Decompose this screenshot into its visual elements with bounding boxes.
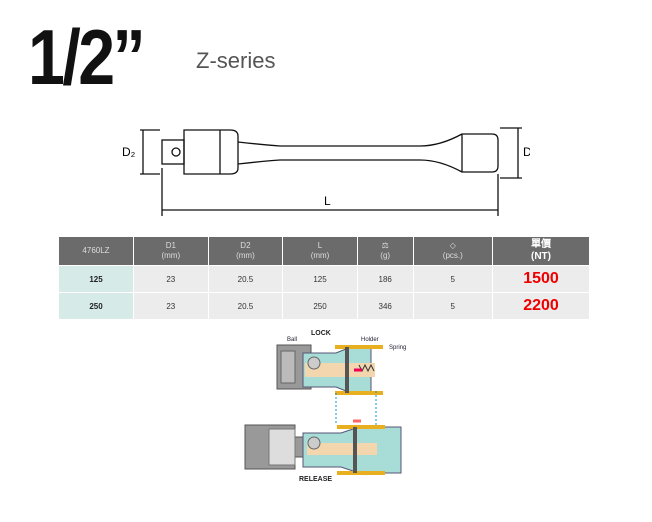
- length-cell: 125: [283, 266, 357, 292]
- d2-header: D2(mm): [208, 237, 283, 265]
- pcs-header: ◇(pcs.): [413, 237, 492, 265]
- extension-bar-drawing: D₂ D₁ L: [122, 127, 530, 216]
- d2-cell: 20.5: [208, 266, 283, 292]
- table-header-row: 4760LZ D1(mm) D2(mm) L(mm) ⚖(g) ◇(pcs.) …: [59, 237, 589, 265]
- weight-cell: 346: [357, 293, 413, 319]
- d1-cell: 23: [134, 293, 208, 319]
- spec-table: 4760LZ D1(mm) D2(mm) L(mm) ⚖(g) ◇(pcs.) …: [58, 236, 590, 320]
- price-cell: 1500: [493, 266, 589, 292]
- weight-cell: 186: [357, 266, 413, 292]
- price-header: 單價(NT): [493, 237, 589, 265]
- model-cell: 250: [59, 293, 133, 319]
- lock-label: LOCK: [311, 330, 331, 337]
- d1-header: D1(mm): [134, 237, 208, 265]
- table-row: 125 23 20.5 125 186 5 1500: [59, 266, 589, 292]
- pcs-cell: 5: [413, 266, 492, 292]
- box-icon: ◇: [449, 241, 456, 251]
- model-cell: 125: [59, 266, 133, 292]
- price-cell: 2200: [493, 293, 589, 319]
- d1-cell: 23: [134, 266, 208, 292]
- length-header: L(mm): [283, 237, 357, 265]
- mechanism-illustration: [244, 344, 402, 475]
- d2-cell: 20.5: [208, 293, 283, 319]
- length-cell: 250: [283, 293, 357, 319]
- spring-label: Spring: [389, 345, 407, 351]
- series-label: Z-series: [196, 48, 276, 73]
- d2-label: D₂: [122, 145, 136, 159]
- scale-icon: ⚖: [381, 241, 389, 251]
- model-header: 4760LZ: [59, 237, 133, 265]
- ball-label: Ball: [287, 337, 298, 343]
- pcs-cell: 5: [413, 293, 492, 319]
- holder-label: Holder: [361, 337, 379, 343]
- length-label: L: [324, 194, 331, 208]
- release-label: RELEASE: [299, 476, 333, 483]
- weight-header: ⚖(g): [357, 237, 413, 265]
- table-row: 250 23 20.5 250 346 5 2200: [59, 293, 589, 319]
- lock-release-diagram: LOCK RELEASE Ball Holder Spring: [241, 325, 413, 490]
- d1-label: D₁: [523, 145, 530, 159]
- size-title: 1/2”: [28, 13, 146, 101]
